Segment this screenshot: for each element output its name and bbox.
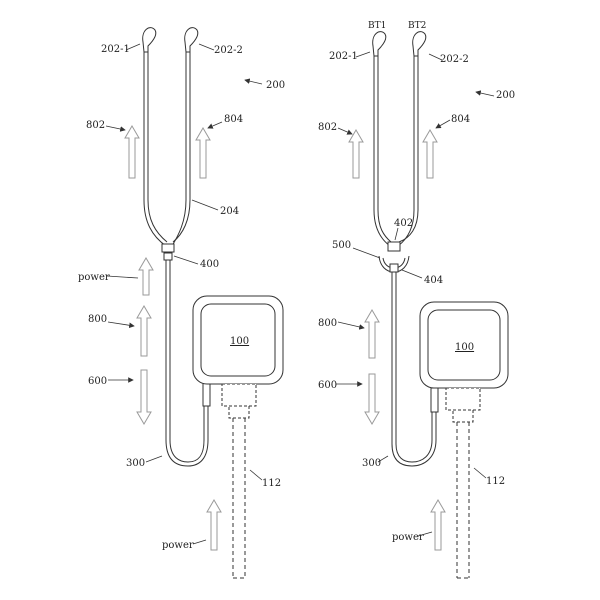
label-202-2-left: 202-2 <box>214 45 243 56</box>
label-202-1-right: 202-1 <box>329 51 358 62</box>
label-100-right: 100 <box>455 342 474 353</box>
lower-cable-300 <box>165 260 209 467</box>
label-400: 400 <box>200 259 219 270</box>
right-figure <box>372 31 509 579</box>
label-500: 500 <box>332 240 351 251</box>
right-labels: BT1 BT2 202-1 202-2 200 802 804 402 500 … <box>318 21 515 543</box>
arrow-802-icon <box>124 125 140 179</box>
label-800-left: 800 <box>88 314 107 325</box>
earbud-right-icon <box>184 27 199 53</box>
lower-cable-300-right <box>391 272 437 467</box>
label-202-2-right: 202-2 <box>440 54 469 65</box>
label-202-1-left: 202-1 <box>101 44 130 55</box>
device-100-inner <box>200 303 276 377</box>
device-100-right-inner <box>427 309 501 381</box>
label-204: 204 <box>220 206 239 217</box>
right-hollow-arrows <box>348 129 446 551</box>
label-600-left: 600 <box>88 376 107 387</box>
arrow-804-right-icon <box>422 129 438 179</box>
arrow-802-right-icon <box>348 129 364 179</box>
label-100-left: 100 <box>230 336 249 347</box>
upper-cable-right <box>171 52 187 247</box>
earbud-bt1-icon <box>372 31 387 57</box>
label-600-right: 600 <box>318 380 337 391</box>
earbud-bt2-icon <box>412 31 427 57</box>
upper-cable-left-right-fig <box>373 56 391 247</box>
arrow-power-upper-icon <box>138 257 154 296</box>
label-200-left: 200 <box>266 80 285 91</box>
left-figure <box>142 27 284 579</box>
arrow-804-icon <box>195 127 211 179</box>
connector-400 <box>161 243 175 253</box>
label-200-right: 200 <box>496 90 515 101</box>
label-power-upper: power <box>78 272 110 283</box>
label-802-left: 802 <box>86 120 105 131</box>
connector-404 <box>389 263 399 273</box>
label-800-right: 800 <box>318 318 337 329</box>
arrow-800-icon <box>136 305 152 357</box>
left-hollow-arrows <box>124 125 222 551</box>
arrow-power-lower-icon <box>206 499 222 551</box>
label-402: 402 <box>394 218 413 229</box>
label-power-lower-left: power <box>162 540 194 551</box>
label-804-left: 804 <box>224 114 243 125</box>
label-power-lower-right: power <box>392 532 424 543</box>
label-112-right: 112 <box>486 476 505 487</box>
upper-cable-left <box>143 52 167 247</box>
label-300-left: 300 <box>126 458 145 469</box>
connector-402 <box>387 241 401 252</box>
arrow-600-icon <box>136 369 152 425</box>
earbud-left-icon <box>142 27 157 53</box>
label-300-right: 300 <box>362 458 381 469</box>
label-bt2: BT2 <box>408 21 426 31</box>
label-802-right: 802 <box>318 122 337 133</box>
left-labels: 202-1 202-2 200 802 804 204 400 power 80… <box>78 44 285 551</box>
arrow-power-lower-right-icon <box>430 499 446 551</box>
label-404: 404 <box>424 275 443 286</box>
label-112-left: 112 <box>262 478 281 489</box>
label-bt1: BT1 <box>368 21 386 31</box>
arrow-600-right-icon <box>364 373 380 425</box>
label-804-right: 804 <box>451 114 470 125</box>
arrow-800-right-icon <box>364 309 380 359</box>
